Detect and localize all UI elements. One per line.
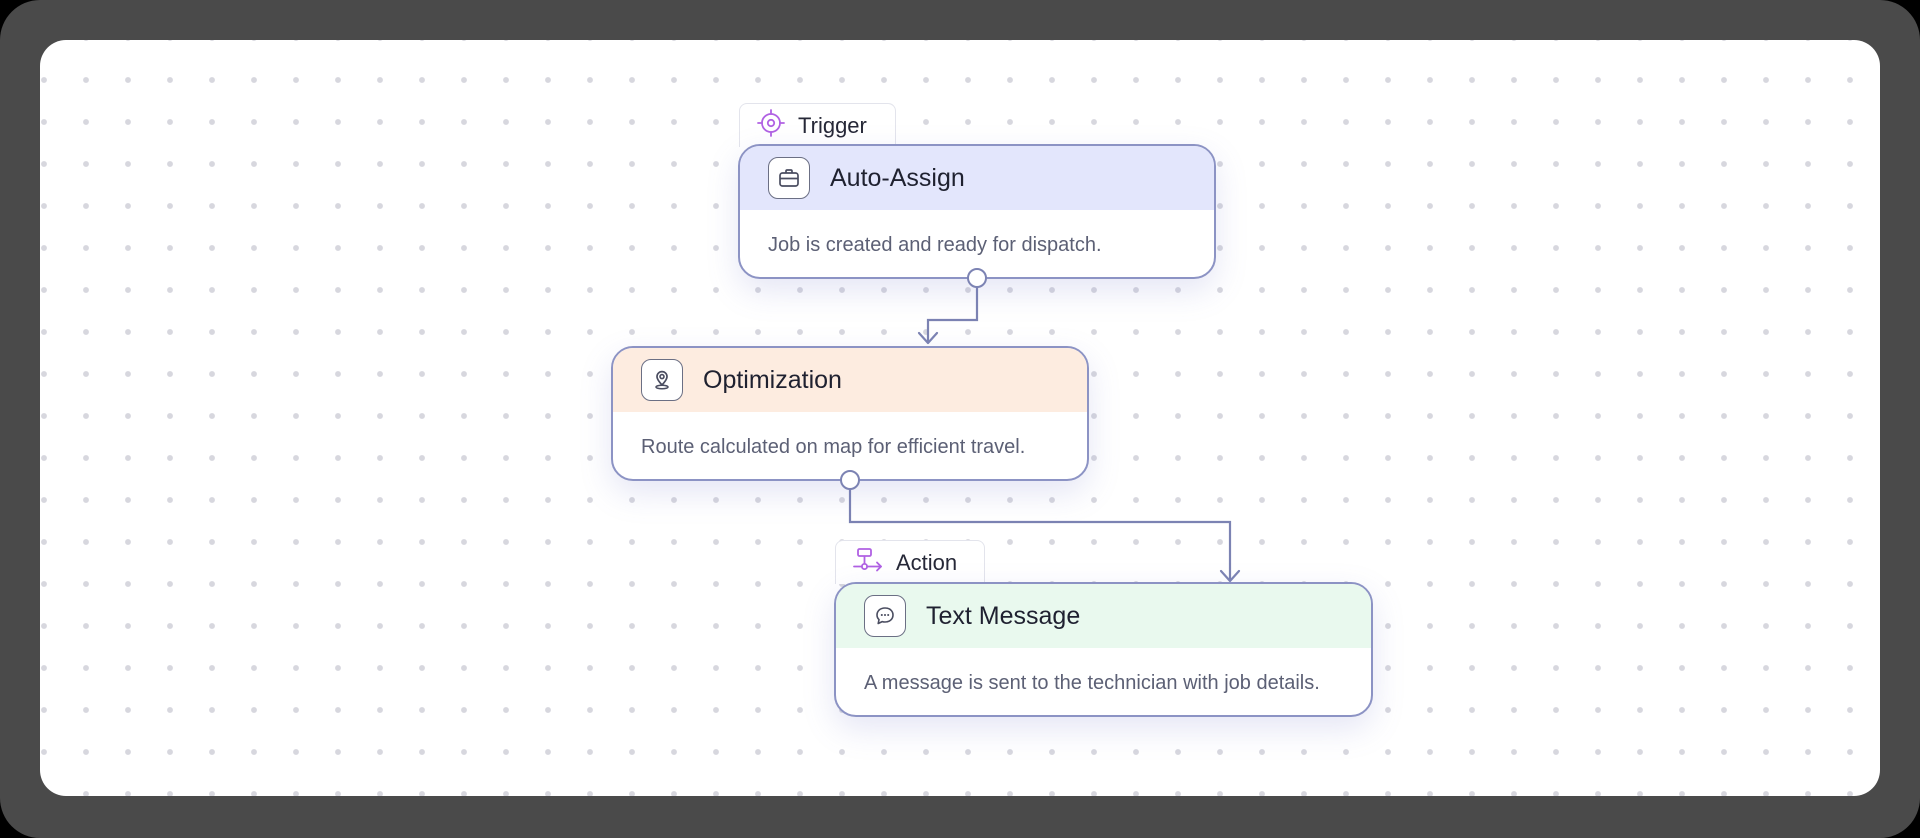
auto-assign-header: Auto-Assign — [740, 146, 1214, 210]
action-tab-label: Action — [896, 549, 958, 575]
auto-assign-output-port[interactable] — [967, 268, 987, 288]
map-pin-icon — [641, 359, 683, 401]
arrowhead-optimization — [917, 331, 939, 345]
optimization-node[interactable]: Optimization Route calculated on map for… — [611, 346, 1089, 481]
auto-assign-title: Auto-Assign — [830, 163, 965, 192]
text-message-node[interactable]: Text Message A message is sent to the te… — [834, 582, 1373, 717]
workflow-icon — [852, 545, 884, 581]
auto-assign-description: Job is created and ready for dispatch. — [768, 233, 1102, 256]
text-message-description: A message is sent to the technician with… — [864, 671, 1320, 694]
message-icon — [864, 595, 906, 637]
connectors-layer — [848, 278, 1241, 583]
connector-optimization-to-text-message — [848, 480, 1232, 580]
optimization-output-port[interactable] — [840, 470, 860, 490]
action-tab: Action — [835, 540, 985, 584]
auto-assign-node[interactable]: Auto-Assign Job is created and ready for… — [738, 144, 1216, 279]
text-message-header: Text Message — [836, 584, 1371, 648]
optimization-header: Optimization — [613, 348, 1087, 412]
arrowhead-text-message — [1219, 569, 1241, 583]
trigger-tab: Trigger — [739, 103, 896, 147]
workflow-canvas: Trigger Auto-Assign Job is created and r… — [40, 40, 1880, 796]
text-message-title: Text Message — [926, 601, 1081, 630]
optimization-title: Optimization — [703, 365, 842, 394]
trigger-tab-label: Trigger — [798, 112, 867, 138]
target-icon — [756, 108, 786, 144]
optimization-description: Route calculated on map for efficient tr… — [641, 435, 1026, 458]
ports-layer — [840, 268, 987, 490]
briefcase-icon — [768, 157, 810, 199]
connector-auto-assign-to-optimization — [926, 278, 979, 342]
